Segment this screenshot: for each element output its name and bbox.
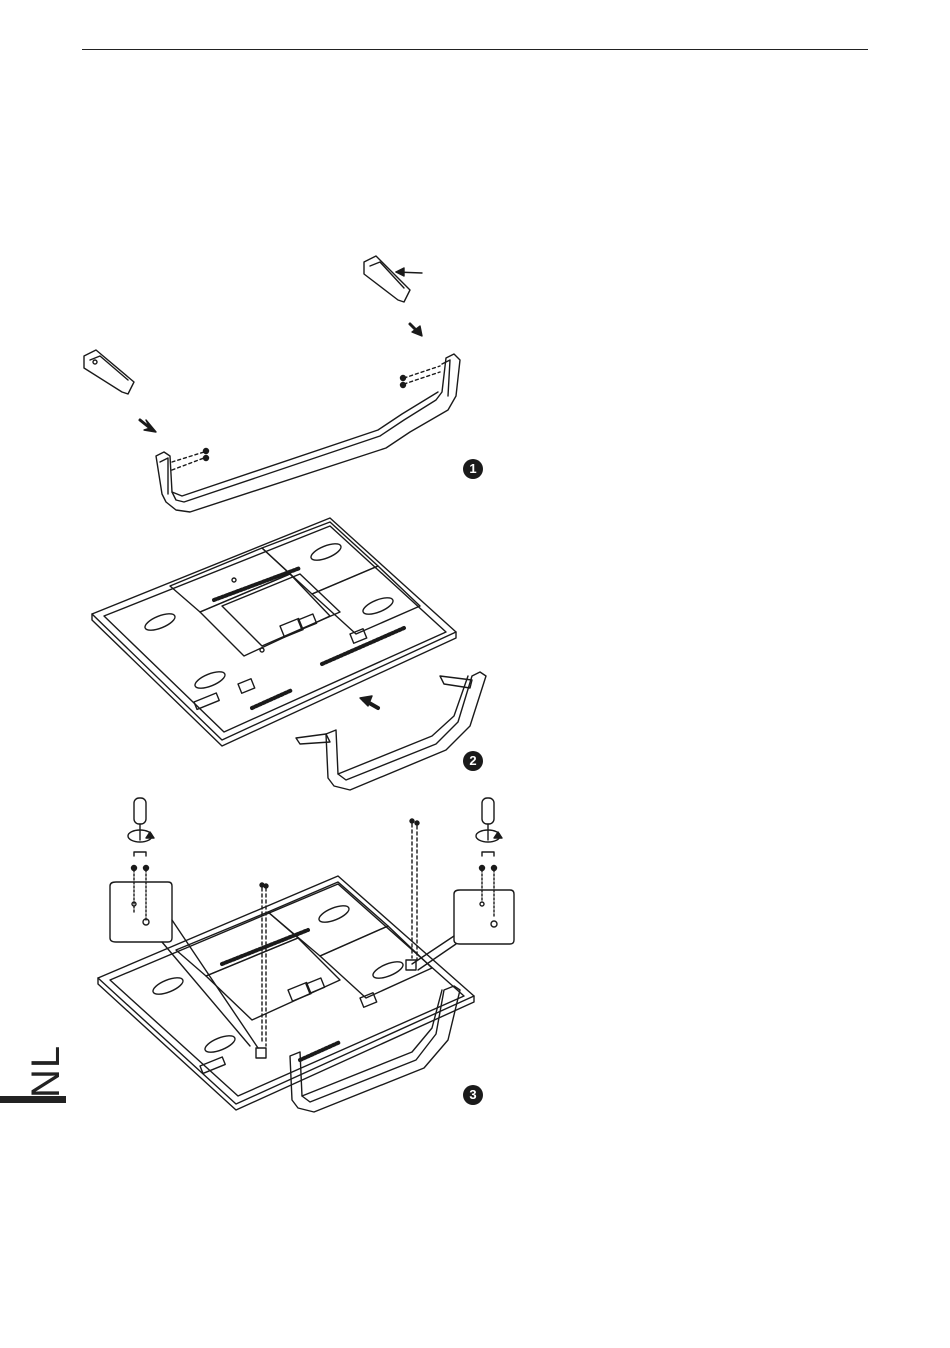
stand-leg-icon xyxy=(364,256,410,302)
step-number-badge-3: 3 xyxy=(463,1085,483,1105)
step-1-figure xyxy=(84,256,460,512)
step-number-badge-2: 2 xyxy=(463,751,483,771)
stand-base-icon xyxy=(296,672,486,790)
right-screw-callout xyxy=(412,798,514,970)
screw-icon xyxy=(480,866,497,919)
arrow-icon xyxy=(410,324,422,336)
rotate-icon xyxy=(128,830,154,842)
step-3-figure xyxy=(98,798,514,1112)
rotate-icon xyxy=(476,830,502,842)
arrow-icon xyxy=(360,696,378,708)
stand-leg-icon xyxy=(84,350,134,394)
step-2-figure xyxy=(92,518,486,790)
screwdriver-icon xyxy=(482,798,494,840)
screw-icon xyxy=(132,866,149,921)
left-screw-callout xyxy=(110,798,258,1048)
tv-back-panel-icon xyxy=(92,518,456,746)
arrow-icon xyxy=(140,420,156,432)
stand-base-icon xyxy=(156,354,460,512)
step-number-badge-1: 1 xyxy=(463,459,483,479)
screwdriver-icon xyxy=(134,798,146,840)
stand-base-icon xyxy=(290,986,460,1112)
